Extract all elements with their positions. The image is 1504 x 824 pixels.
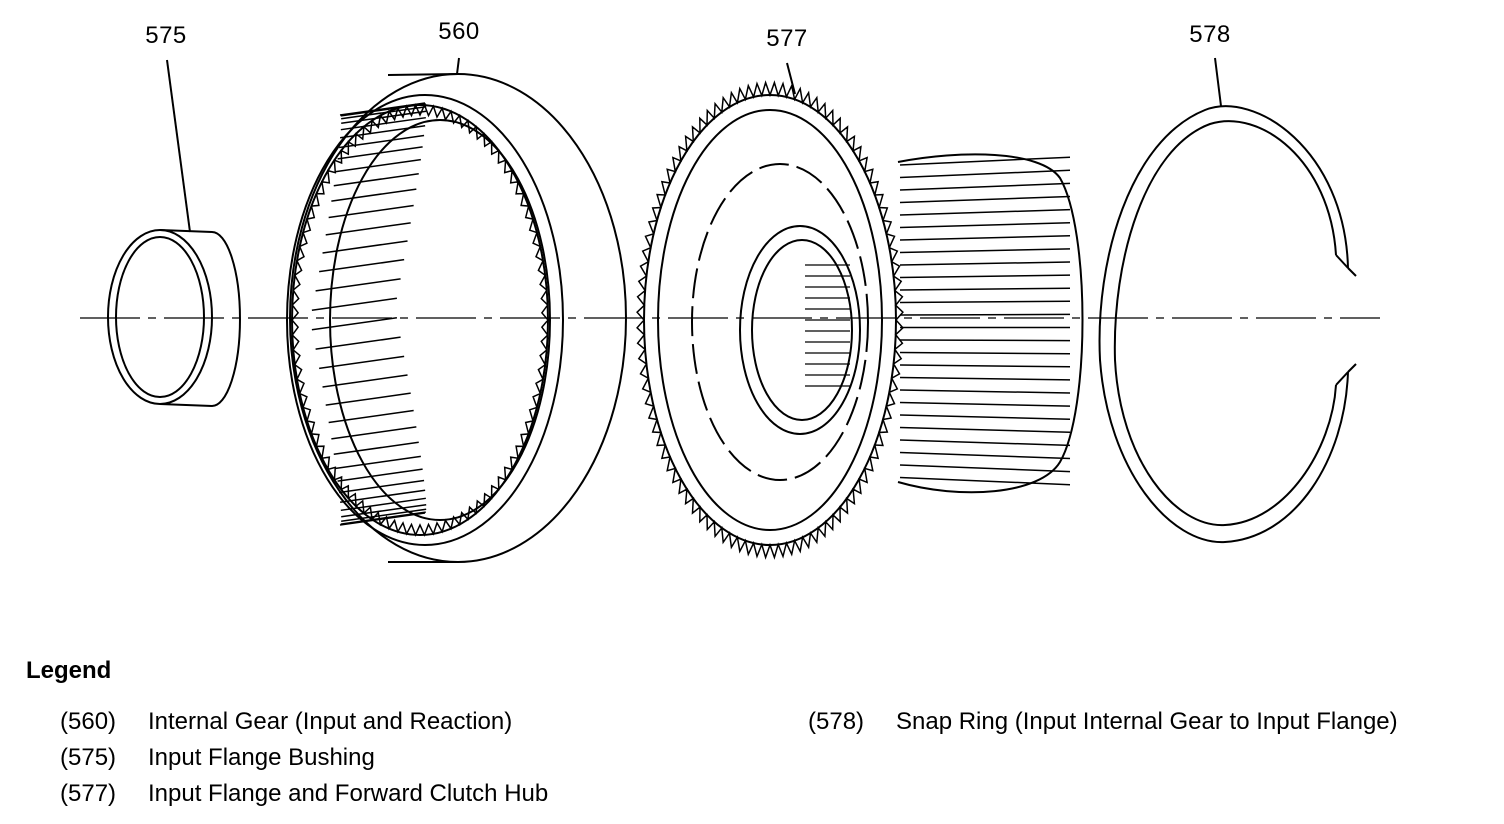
spline-line [340, 103, 426, 117]
spline-line [899, 156, 1071, 166]
legend-item-number: (560) [60, 708, 117, 735]
leader-577 [786, 62, 796, 95]
gear-teeth [291, 103, 549, 537]
spline-line [899, 235, 1071, 241]
spline-line [340, 116, 426, 131]
spline-line [341, 508, 427, 523]
spline-line [339, 512, 426, 526]
legend-item-description: Input Flange Bushing [148, 744, 375, 771]
legend-item-description: Internal Gear (Input and Reaction) [148, 708, 513, 735]
spline-line [331, 426, 417, 440]
spline-line [325, 392, 411, 406]
spline-line [311, 297, 397, 311]
spline-line [899, 476, 1071, 486]
spline-line [899, 208, 1071, 216]
spline-line [899, 401, 1071, 407]
spline-line [899, 221, 1071, 229]
spline-line [340, 511, 426, 525]
callout-578: 578 [1189, 21, 1231, 48]
spline-line [331, 188, 417, 202]
callout-560: 560 [438, 18, 480, 45]
spline-line [311, 317, 397, 331]
spline-line [899, 389, 1071, 394]
spline-line [899, 274, 1071, 279]
spline-line [340, 497, 426, 512]
spline-line [328, 204, 414, 219]
spline-line [340, 125, 426, 139]
callout-575: 575 [145, 22, 187, 49]
spline-line [335, 158, 421, 173]
spline-line [899, 261, 1071, 266]
spline-line [333, 173, 419, 187]
leader-578 [1214, 57, 1222, 107]
spline-line [337, 468, 423, 482]
legend-title: Legend [26, 657, 112, 684]
spline-line [899, 287, 1071, 291]
spline-line [319, 258, 405, 273]
spline-line [315, 278, 401, 292]
spline-line [899, 195, 1071, 204]
legend-item-number: (578) [808, 708, 865, 735]
internal-gear-560 [286, 73, 627, 563]
input-flange-577 [636, 80, 1084, 560]
spline-line [338, 479, 425, 494]
spline-line [899, 182, 1071, 191]
spline-line [333, 441, 419, 455]
gear-teeth [636, 80, 904, 560]
spline-line [322, 240, 408, 254]
legend-item-description: Snap Ring (Input Internal Gear to Input … [896, 708, 1398, 735]
spline-line [899, 451, 1071, 460]
spline-line [899, 300, 1071, 304]
spline-line [899, 439, 1071, 447]
spline-line [899, 364, 1071, 368]
spline-line [899, 248, 1071, 254]
callout-577: 577 [766, 25, 808, 52]
spline-line [341, 503, 427, 518]
legend-item-number: (575) [60, 744, 117, 771]
spline-line [899, 426, 1071, 434]
spline-line [899, 464, 1071, 473]
spline-line [899, 376, 1071, 381]
spline-line [899, 414, 1071, 420]
legend-item-number: (577) [60, 780, 117, 807]
spline-line [899, 351, 1071, 355]
spline-line [325, 222, 411, 236]
leader-560 [456, 57, 460, 75]
spline-line [899, 169, 1071, 179]
spline-line [335, 455, 421, 470]
spline-line [341, 105, 427, 120]
spline-line [899, 339, 1071, 342]
spline-line [322, 374, 408, 388]
spline-line [899, 313, 1071, 316]
spline-line [319, 355, 405, 370]
spline-line [340, 489, 426, 503]
snap-ring-578 [1098, 105, 1357, 544]
spline-line [337, 146, 423, 160]
legend-item-description: Input Flange and Forward Clutch Hub [148, 780, 549, 807]
spline-line [339, 102, 426, 116]
spline-line [315, 336, 401, 350]
exploded-parts-diagram [80, 57, 1380, 563]
spline-line [328, 409, 414, 424]
leader-575 [166, 59, 191, 233]
bushing-575 [107, 229, 241, 407]
